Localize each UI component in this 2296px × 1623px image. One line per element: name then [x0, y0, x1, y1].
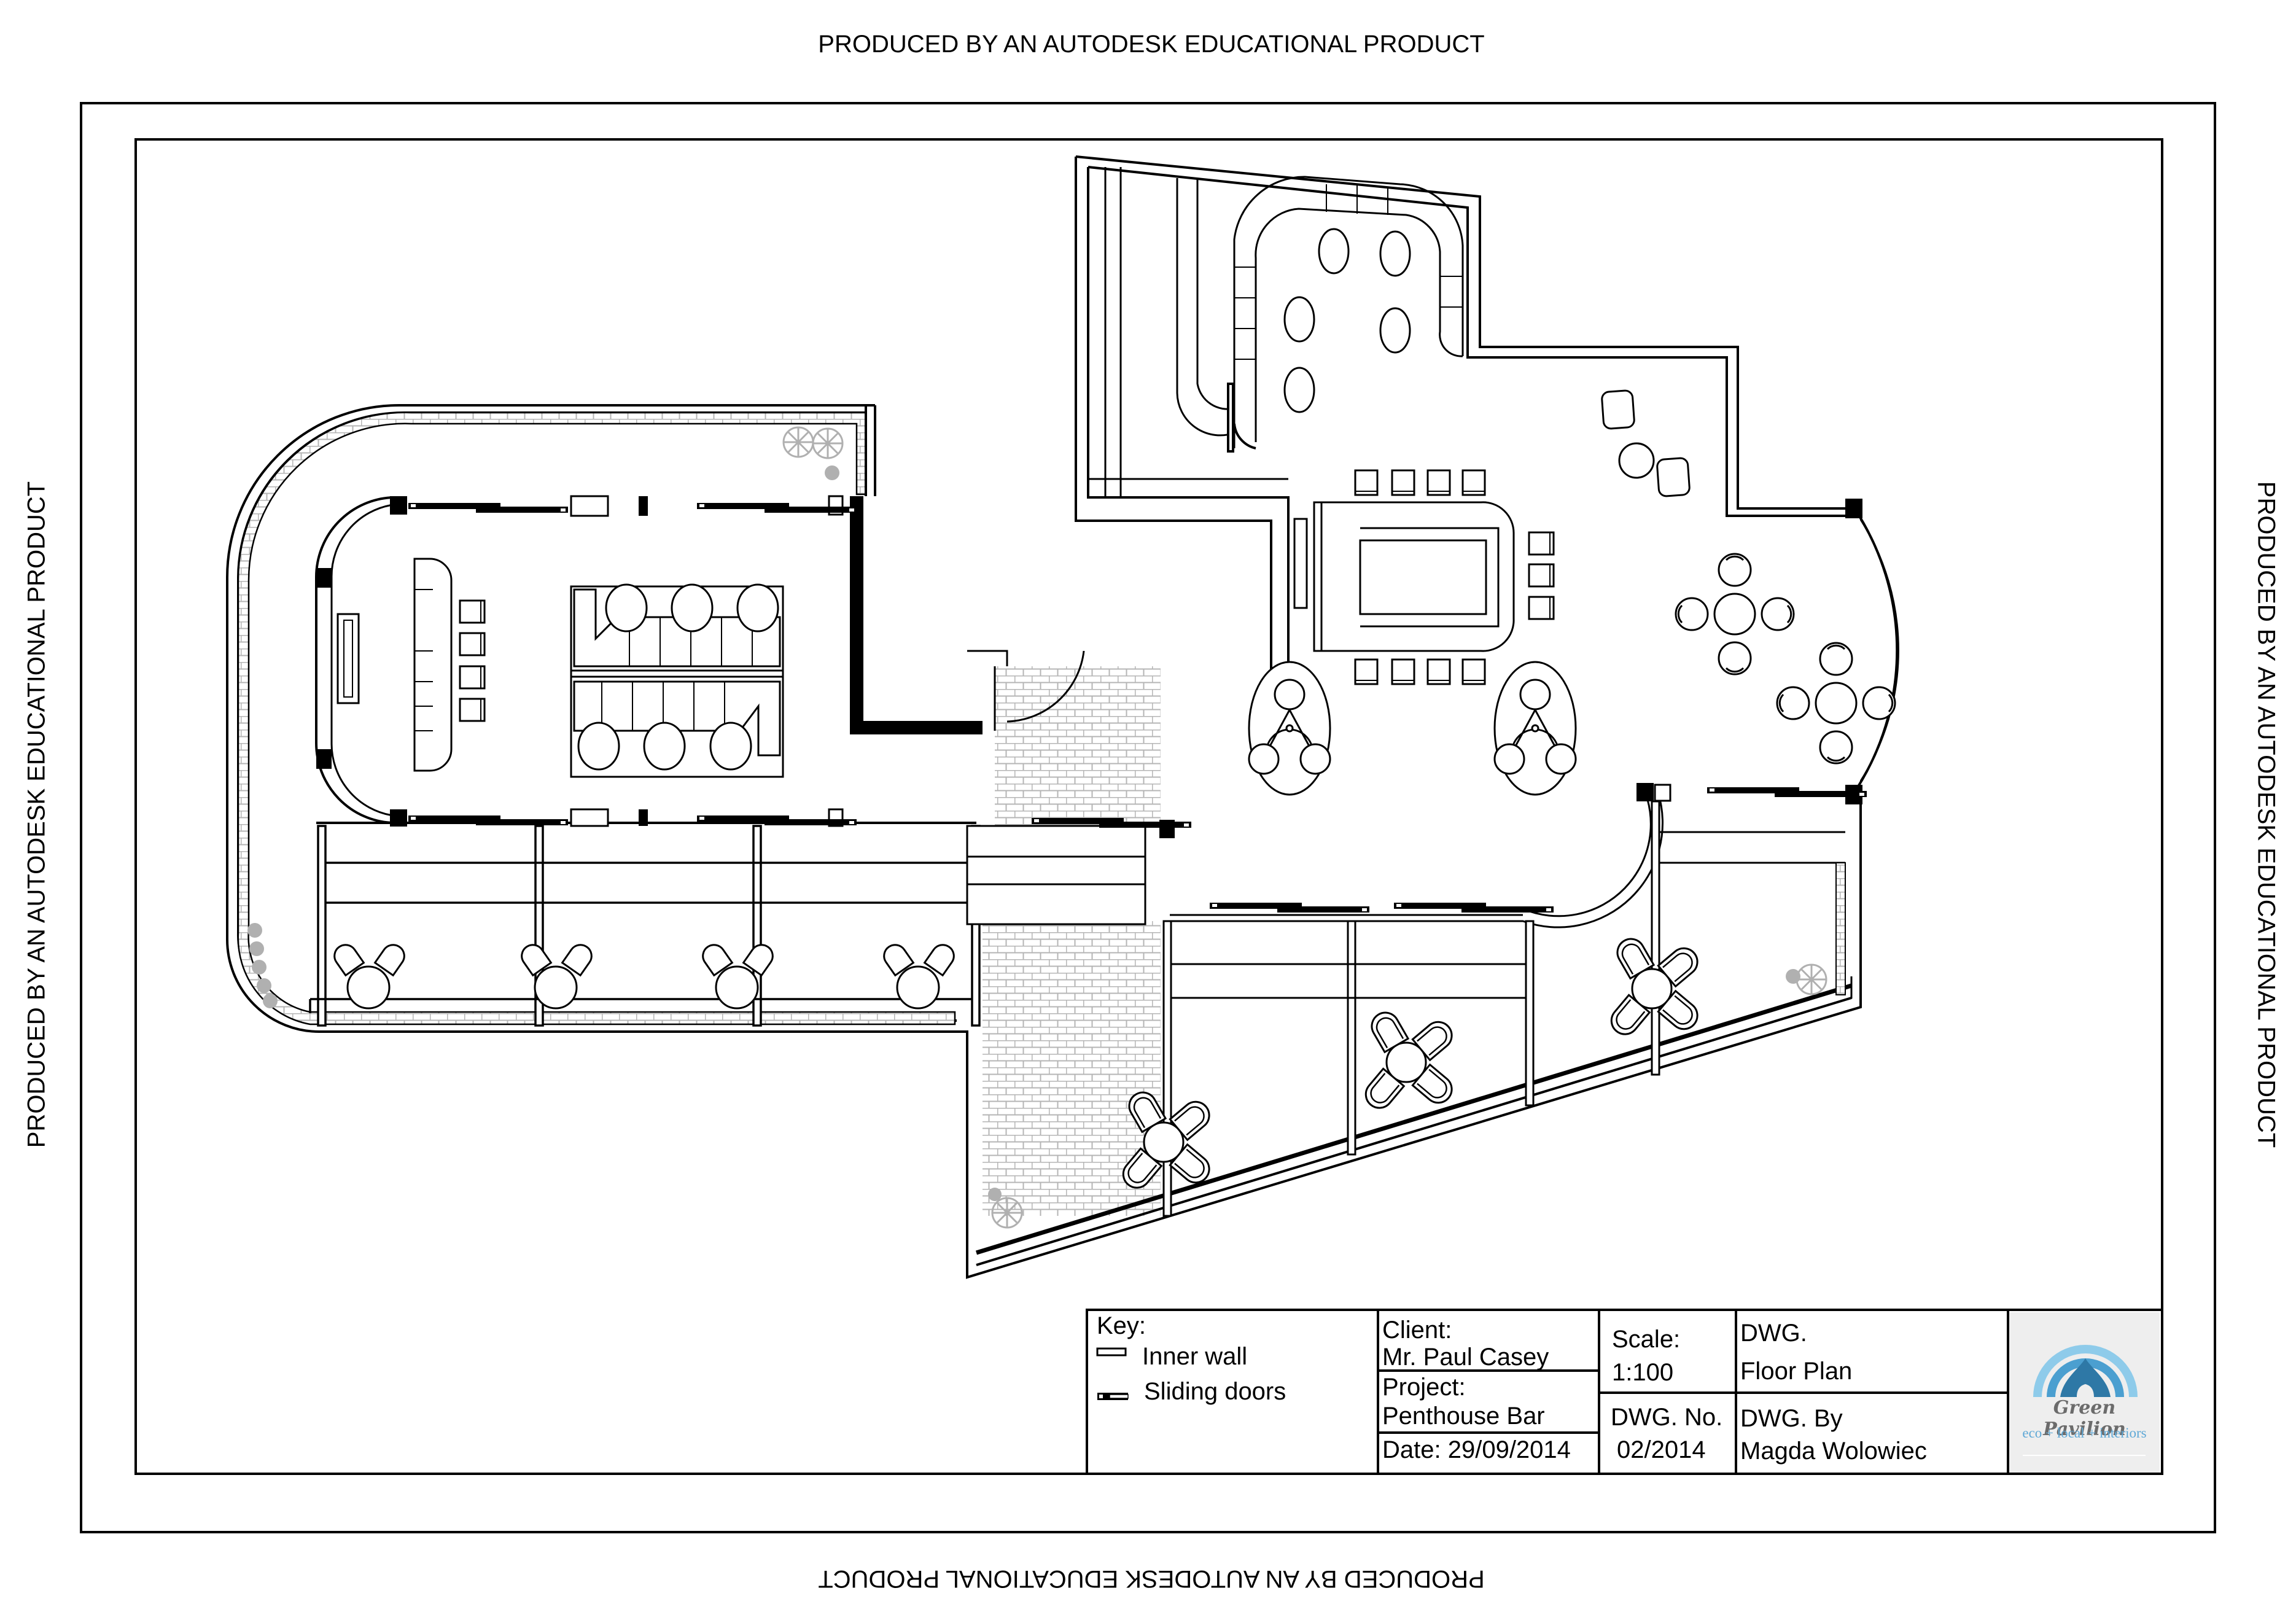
logo-name: Green Pavilion — [2043, 1397, 2126, 1440]
outer-frame — [80, 102, 2216, 1533]
dwg-by-label: DWG. By — [1740, 1405, 1843, 1432]
left-wing — [226, 404, 983, 1277]
dwg-value: Floor Plan — [1740, 1358, 1853, 1385]
client-value: Mr. Paul Casey — [1382, 1344, 1549, 1371]
planters-right — [988, 963, 1827, 1229]
project-value: Penthouse Bar — [1382, 1403, 1545, 1430]
key-label-inner-wall: Inner wall — [1142, 1343, 1248, 1370]
client-label: Client: — [1382, 1317, 1452, 1344]
booth-seating — [570, 583, 784, 778]
green-pavilion-logo-mark — [2009, 1312, 2160, 1473]
left-bar-stools — [459, 599, 486, 722]
sliding-door-symbol — [1097, 1393, 1129, 1400]
sliding-doors-right — [1210, 787, 1867, 913]
round-booths — [1248, 661, 1577, 796]
date-value: Date: 29/09/2014 — [1382, 1436, 1571, 1463]
lounge-seating — [1601, 389, 1691, 497]
title-block-grid — [1086, 1309, 2163, 1475]
left-terrace — [309, 825, 981, 1027]
dwg-by-value: Magda Wolowiec — [1740, 1438, 1927, 1465]
left-terrace-tables — [333, 944, 955, 1010]
round-tables-east — [1675, 553, 1896, 765]
project-label: Project: — [1382, 1374, 1466, 1401]
logo-divider — [2023, 1455, 2146, 1456]
key-label-sliding-doors: Sliding doors — [1144, 1378, 1286, 1405]
watermark-top: PRODUCED BY AN AUTODESK EDUCATIONAL PROD… — [818, 31, 1485, 58]
dwg-no-value: 02/2014 — [1617, 1436, 1706, 1463]
dwg-no-label: DWG. No. — [1611, 1404, 1723, 1431]
scale-label: Scale: — [1612, 1326, 1681, 1353]
scale-value: 1:100 — [1612, 1359, 1674, 1386]
brick-walkway — [966, 650, 1191, 1216]
south-terrace-tables — [1116, 933, 1704, 1194]
planters-left — [247, 426, 844, 1008]
green-pavilion-logo: Green Pavilion eco + local + interiors — [2009, 1312, 2160, 1473]
dwg-label: DWG. — [1740, 1320, 1807, 1347]
right-wing — [1075, 155, 1899, 928]
key-heading: Key: — [1097, 1312, 1146, 1339]
inner-wall-symbol — [1096, 1347, 1127, 1356]
logo-tagline: eco + local + interiors — [2022, 1425, 2147, 1441]
key-symbols — [1096, 1347, 1129, 1400]
upper-lounge-tables — [1283, 228, 1411, 413]
island-bar — [1293, 501, 1515, 652]
